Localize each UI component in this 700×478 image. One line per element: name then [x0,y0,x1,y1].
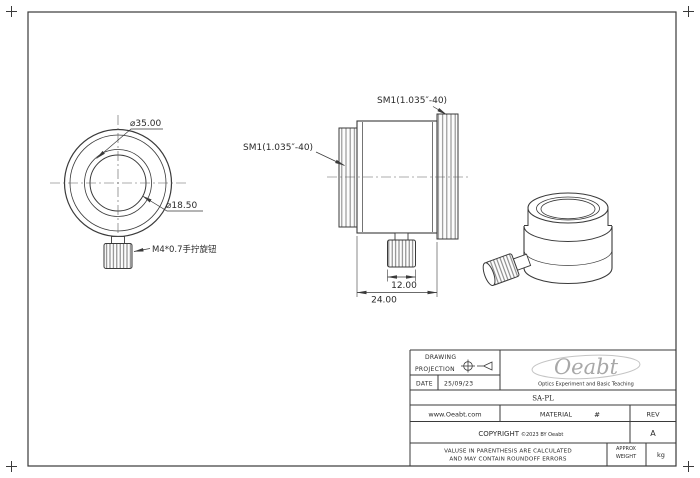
thread-label-left: SM1(1.035″-40) [243,143,313,153]
part-number: SA-PL [532,395,554,403]
drawing-frame [27,11,677,467]
iso-top-rim-mid [536,196,600,221]
company-logo: Oeabt [554,355,619,379]
projection-triangle-icon [482,361,493,371]
isometric-view [482,192,613,287]
leader-thumbscrew [133,247,151,252]
iso-ring-line [523,249,613,266]
side-left-thread [338,127,358,228]
weight-unit: kg [657,451,665,459]
iso-top-rim-outer [527,192,609,224]
dim-outer-diameter: ⌀35.00 [130,119,161,129]
leader-outer-diameter [96,128,163,159]
side-thumbscrew-stem [394,232,409,241]
website: www.Oeabt.com [428,411,481,419]
iso-bottom-arc [523,267,613,285]
rev-value: A [650,429,656,438]
copyright-rest: ©2023 BY Oeabt [521,431,563,438]
iso-thumbscrew-cap [482,262,496,287]
date-value: 25/09/23 [444,381,473,388]
front-thumbscrew-stem [111,236,125,244]
leader-thread-left [315,151,345,166]
projection-symbol [461,359,493,373]
material-label: MATERIAL [540,411,573,419]
weight-label-line2: WEIGHT [616,454,637,460]
material-value: # [594,411,600,419]
rev-label: REV [646,411,660,419]
corner-mark [6,461,17,472]
dim-screw-width: 12.00 [391,281,417,291]
logo-subtitle: Optics Experiment and Basic Teaching [538,382,634,388]
drawing-label: DRAWING [425,354,456,361]
leader-inner-diameter [142,195,203,212]
thumbscrew-label: M4*0.7手拧旋钮 [152,244,217,255]
dim-inner-diameter: ⌀18.50 [166,201,197,211]
leader-thread-right [432,106,447,115]
projection-label: PROJECTION [415,366,455,373]
corner-mark [6,6,17,17]
disclaimer-line2: AND MAY CONTAIN ROUNDOFF ERRORS [449,457,567,463]
front-thumbscrew-knob [103,243,133,269]
front-counterbore-circle [84,149,152,217]
side-thumbscrew-knob [387,239,416,268]
front-view: ⌀35.00 ⌀18.50 M4*0.7手拧旋钮 [50,115,217,269]
iso-bore [540,198,596,220]
weight-label-line1: APPROX [616,446,637,452]
iso-flange-arc [523,225,613,242]
title-block: DRAWING PROJECTION DATE 25/09/23 Oeabt O… [409,349,676,466]
thread-label-right: SM1(1.035″-40) [377,96,447,106]
copyright-label: COPYRIGHT [478,430,519,438]
corner-mark [683,461,694,472]
corner-mark [683,6,694,17]
disclaimer-line1: VALUSE IN PARENTHESIS ARE CALCULATED [444,449,572,455]
dim-total-width: 24.00 [371,296,397,306]
logo-ellipse [531,354,641,380]
corner-registration-marks [6,6,694,472]
date-label: DATE [416,381,433,388]
side-view: SM1(1.035″-40) SM1(1.035″-40) 12.00 24.0… [243,96,470,306]
side-right-thread [436,113,459,240]
iso-thumbscrew [482,253,532,287]
